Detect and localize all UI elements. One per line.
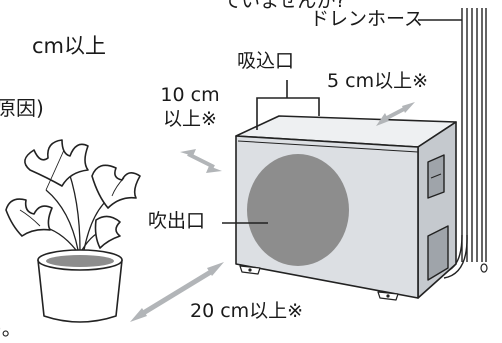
left-clearance-label: 10 cm 以上※ [148, 84, 232, 132]
partial-cause-text: 原因) [0, 96, 44, 120]
drain-hose-label: ドレンホース [310, 8, 424, 30]
left-clearance-arrow [180, 149, 222, 173]
back-clearance-arrow [376, 102, 415, 126]
clearance-arrows [130, 102, 415, 322]
intake-bracket [256, 80, 320, 130]
left-clearance-line1: 10 cm [160, 84, 220, 106]
outdoor-unit-icon [235, 115, 457, 301]
front-clearance-arrow [130, 262, 224, 322]
partial-bottom-text: )。 [0, 316, 22, 340]
partial-heading-text: ていませんか? [222, 0, 346, 12]
potted-plant-icon [5, 139, 141, 323]
partial-cm-text: cm以上 [32, 34, 107, 58]
back-clearance-label: 5 cm以上※ [327, 70, 429, 92]
left-clearance-line2: 以上※ [163, 107, 217, 130]
intake-label: 吸込口 [237, 50, 295, 72]
outlet-label: 吹出口 [148, 210, 206, 232]
drain-hose-icon [418, 8, 488, 279]
front-clearance-label: 20 cm以上※ [190, 300, 304, 322]
